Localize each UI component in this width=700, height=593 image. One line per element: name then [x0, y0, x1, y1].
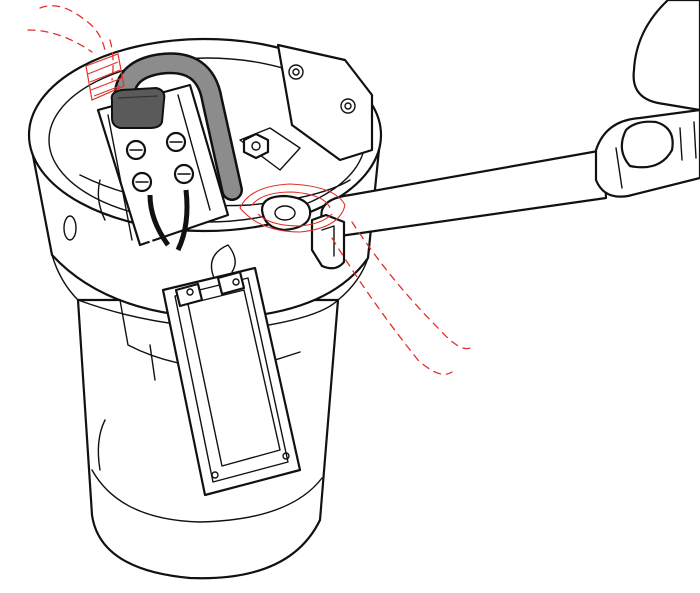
- hand-icon: [620, 0, 700, 169]
- terminal-screw-icon: [125, 131, 195, 193]
- rim-clip-icon: [260, 194, 346, 270]
- drain-hose-icon: [110, 52, 243, 201]
- cover-plate-icon: [161, 244, 302, 497]
- red-markup-icon: [27, 5, 471, 375]
